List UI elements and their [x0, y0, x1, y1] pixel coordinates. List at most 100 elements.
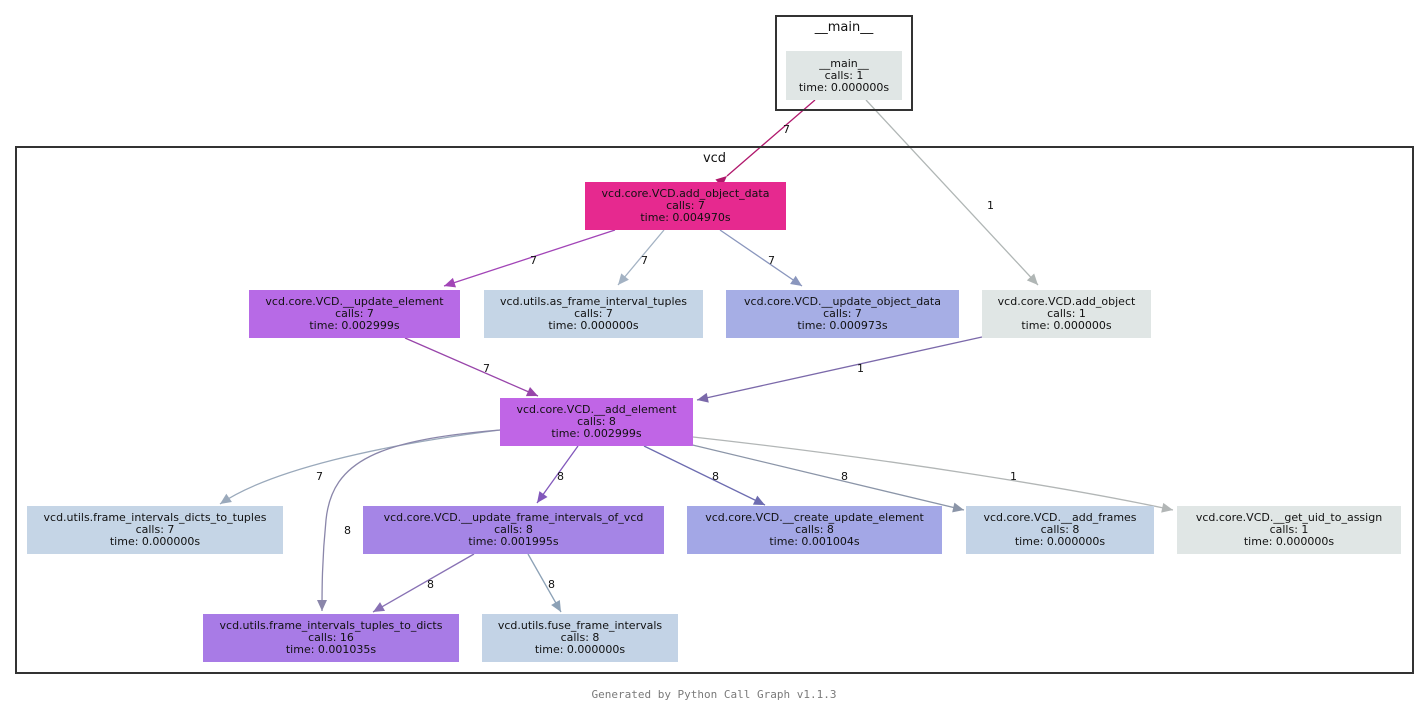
node-calls: calls: 1: [824, 68, 864, 82]
node-name: vcd.utils.fuse_frame_intervals: [497, 619, 663, 632]
node-calls: calls: 16: [308, 631, 354, 644]
node-time: time: 0.000000s: [1243, 535, 1335, 548]
arrowhead-add_object_data-to-as_frame_interval_tuples: [618, 273, 629, 285]
arrowhead-add_element-to-create_update_element: [752, 495, 765, 505]
node-calls: calls: 8: [494, 523, 533, 536]
node-add-object-data[interactable]: vcd.core.VCD.add_object_data calls: 7 ti…: [585, 182, 786, 230]
footer-credit: Generated by Python Call Graph v1.1.3: [591, 688, 837, 701]
arrowhead-add_object_data-to-update_object_data: [790, 275, 802, 286]
node-calls: calls: 8: [577, 415, 616, 428]
node-time: time: 0.001004s: [769, 535, 860, 548]
edge-label-main-to-add_object: 1: [987, 199, 994, 212]
node-time: time: 0.004970s: [640, 211, 731, 224]
node-name: vcd.core.VCD.add_object_data: [601, 187, 770, 200]
node-update-element[interactable]: vcd.core.VCD.__update_element calls: 7 t…: [249, 290, 460, 338]
node-create-update-element[interactable]: vcd.core.VCD.__create_update_element cal…: [687, 506, 942, 554]
node-name: __main__: [819, 56, 869, 70]
edge-label-add_element-to-create_update_element: 8: [712, 470, 719, 483]
node-name: vcd.core.VCD.__update_frame_intervals_of…: [383, 511, 644, 524]
node-main[interactable]: __main__ calls: 1 time: 0.000000s: [786, 51, 902, 100]
node-add-object[interactable]: vcd.core.VCD.add_object calls: 1 time: 0…: [982, 290, 1151, 338]
edge-add_element-to-get_uid_to_assign: [692, 436, 1174, 511]
edge-label-add_object_data-to-as_frame_interval_tuples: 7: [641, 254, 648, 267]
node-frame-intervals-dicts-to-tuples[interactable]: vcd.utils.frame_intervals_dicts_to_tuple…: [27, 506, 283, 554]
node-time: time: 0.002999s: [551, 427, 642, 440]
node-get-uid-to-assign[interactable]: vcd.core.VCD.__get_uid_to_assign calls: …: [1177, 506, 1401, 554]
edge-add_element-to-update_frame_intervals_of_vcd: [536, 445, 579, 504]
arrowhead-main-to-add_object: [1026, 273, 1038, 285]
node-time: time: 0.001995s: [468, 535, 559, 548]
edge-add_object_data-to-update_object_data: [719, 229, 803, 287]
node-calls: calls: 1: [1269, 523, 1309, 536]
edge-update_frame_intervals_of_vcd-to-frame_intervals_tuples_to_dicts: [372, 553, 475, 613]
arrowhead-add_object_data-to-update_element: [444, 277, 457, 288]
cluster-main-label: __main__: [814, 20, 874, 35]
edge-label-update_frame_intervals_of_vcd-to-fuse_frame_intervals: 8: [548, 578, 555, 591]
edge-add_element-to-create_update_element: [643, 445, 766, 506]
edge-label-add_element-to-update_frame_intervals_of_vcd: 8: [557, 470, 564, 483]
node-update-object-data[interactable]: vcd.core.VCD.__update_object_data calls:…: [726, 290, 959, 338]
edge-add_object_data-to-as_frame_interval_tuples: [617, 229, 665, 286]
arrowhead-add_element-to-update_frame_intervals_of_vcd: [537, 491, 548, 503]
arrowhead-add_element-to-frame_intervals_tuples_to_dicts: [317, 600, 327, 611]
edge-update_frame_intervals_of_vcd-to-fuse_frame_intervals: [527, 553, 562, 613]
edge-label-add_object_data-to-update_element: 7: [530, 254, 537, 267]
edge-main-to-add_object_data: [726, 99, 816, 177]
node-name: vcd.core.VCD.add_object: [997, 295, 1136, 308]
node-time: time: 0.000000s: [548, 319, 639, 332]
arrowhead-main-to-add_object_data: [715, 176, 727, 187]
arrowhead-add_object-to-add_element: [697, 392, 709, 403]
node-time: time: 0.000000s: [1014, 535, 1106, 548]
node-as-frame-interval-tuples[interactable]: vcd.utils.as_frame_interval_tuples calls…: [484, 290, 703, 338]
node-calls: calls: 7: [823, 307, 862, 320]
cluster-vcd: [15, 146, 1414, 674]
arrowhead-add_element-to-add_frames: [952, 502, 964, 513]
node-time: time: 0.001035s: [285, 643, 377, 656]
node-calls: calls: 8: [560, 631, 600, 644]
cluster-main: [775, 15, 913, 111]
edge-add_element-to-add_frames: [679, 441, 965, 511]
node-update-frame-intervals-of-vcd[interactable]: vcd.core.VCD.__update_frame_intervals_of…: [363, 506, 664, 554]
cluster-vcd-label: vcd: [702, 151, 727, 166]
edge-label-update_element-to-add_element: 7: [483, 362, 490, 375]
edge-label-add_element-to-frame_intervals_tuples_to_dicts: 8: [344, 524, 351, 537]
node-name: vcd.core.VCD.__create_update_element: [705, 511, 924, 524]
edge-update_element-to-add_element: [404, 337, 539, 397]
node-time: time: 0.002999s: [309, 319, 400, 332]
edge-label-main-to-add_object_data: 7: [783, 123, 790, 136]
node-time: time: 0.000000s: [798, 80, 890, 94]
node-frame-intervals-tuples-to-dicts[interactable]: vcd.utils.frame_intervals_tuples_to_dict…: [203, 614, 459, 662]
node-calls: calls: 8: [795, 523, 834, 536]
node-calls: calls: 1: [1047, 307, 1086, 320]
node-time: time: 0.000973s: [797, 319, 888, 332]
edge-add_object_data-to-update_element: [443, 229, 616, 287]
node-name: vcd.core.VCD.__add_frames: [983, 511, 1137, 524]
node-add-frames[interactable]: vcd.core.VCD.__add_frames calls: 8 time:…: [966, 506, 1154, 554]
node-name: vcd.utils.as_frame_interval_tuples: [499, 295, 687, 308]
node-time: time: 0.000000s: [534, 643, 626, 656]
node-fuse-frame-intervals[interactable]: vcd.utils.fuse_frame_intervals calls: 8 …: [482, 614, 678, 662]
arrowhead-add_element-to-get_uid_to_assign: [1161, 502, 1173, 513]
edge-label-add_element-to-frame_intervals_dicts_to_tuples: 7: [316, 470, 323, 483]
node-add-element[interactable]: vcd.core.VCD.__add_element calls: 8 time…: [500, 398, 693, 446]
node-name: vcd.utils.frame_intervals_tuples_to_dict…: [219, 619, 443, 632]
node-calls: calls: 7: [666, 199, 705, 212]
node-time: time: 0.000000s: [109, 535, 201, 548]
edge-label-add_object_data-to-update_object_data: 7: [768, 254, 775, 267]
arrowhead-update_frame_intervals_of_vcd-to-fuse_frame_intervals: [551, 599, 561, 612]
edge-label-add_element-to-get_uid_to_assign: 1: [1010, 470, 1017, 483]
arrowhead-add_element-to-frame_intervals_dicts_to_tuples: [220, 493, 232, 504]
node-calls: calls: 7: [135, 523, 175, 536]
edge-add_element-to-frame_intervals_tuples_to_dicts: [321, 429, 501, 612]
edge-add_element-to-frame_intervals_dicts_to_tuples: [219, 429, 501, 505]
edge-label-update_frame_intervals_of_vcd-to-frame_intervals_tuples_to_dicts: 8: [427, 578, 434, 591]
node-calls: calls: 8: [1040, 523, 1080, 536]
node-name: vcd.core.VCD.__update_element: [265, 295, 444, 308]
node-name: vcd.utils.frame_intervals_dicts_to_tuple…: [43, 511, 267, 524]
node-calls: calls: 7: [574, 307, 613, 320]
node-name: vcd.core.VCD.__add_element: [516, 403, 677, 416]
arrowhead-update_frame_intervals_of_vcd-to-frame_intervals_tuples_to_dicts: [373, 602, 386, 612]
arrowhead-update_element-to-add_element: [525, 386, 538, 397]
